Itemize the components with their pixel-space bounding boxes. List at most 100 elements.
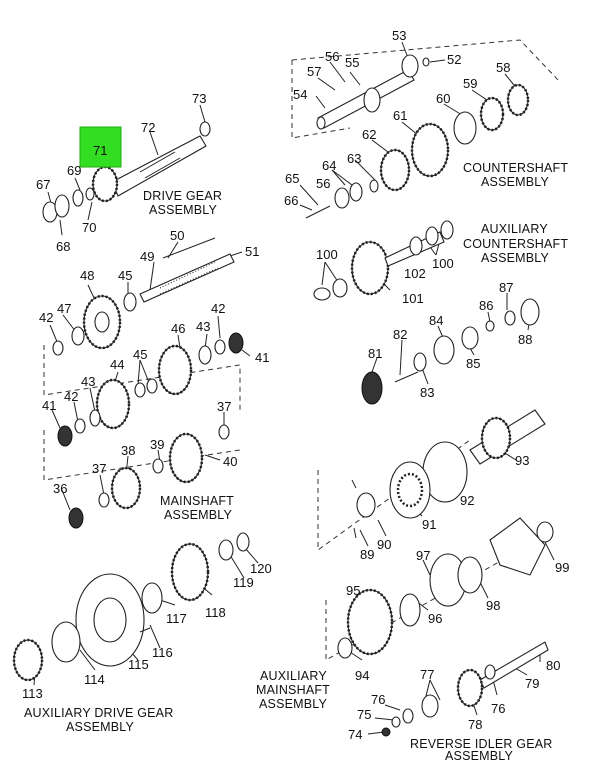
callout-80[interactable]: 80 <box>546 658 560 673</box>
callout-115[interactable]: 115 <box>128 657 149 672</box>
callout-40[interactable]: 40 <box>223 454 237 469</box>
aux-drive-gear-assembly <box>12 532 250 682</box>
callout-66[interactable]: 66 <box>284 193 298 208</box>
callout-83[interactable]: 83 <box>420 385 434 400</box>
callout-92[interactable]: 92 <box>460 493 474 508</box>
aux-countershaft-assembly <box>313 220 454 301</box>
callout-63[interactable]: 63 <box>347 151 361 166</box>
callout-38[interactable]: 38 <box>121 443 135 458</box>
callout-56[interactable]: 56 <box>316 176 330 191</box>
callout-96[interactable]: 96 <box>428 611 442 626</box>
callout-119[interactable]: 119 <box>233 575 254 590</box>
callout-114[interactable]: 114 <box>84 672 105 687</box>
callout-117[interactable]: 117 <box>166 611 187 626</box>
highlight-callout[interactable]: 71 <box>79 126 122 168</box>
callout-87[interactable]: 87 <box>499 280 513 295</box>
callout-113[interactable]: 113 <box>22 686 43 701</box>
callout-36[interactable]: 36 <box>53 481 67 496</box>
callout-85[interactable]: 85 <box>466 356 480 371</box>
callout-62[interactable]: 62 <box>362 127 376 142</box>
callout-78[interactable]: 78 <box>468 717 482 732</box>
callout-120[interactable]: 120 <box>250 561 272 576</box>
callout-37[interactable]: 37 <box>217 399 231 414</box>
callout-68[interactable]: 68 <box>56 239 70 254</box>
callout-51[interactable]: 51 <box>245 244 259 259</box>
callout-88[interactable]: 88 <box>518 332 532 347</box>
callout-55[interactable]: 55 <box>345 55 359 70</box>
callout-39[interactable]: 39 <box>150 437 164 452</box>
callout-45[interactable]: 45 <box>118 268 132 283</box>
callout-47[interactable]: 47 <box>57 301 71 316</box>
callout-100[interactable]: 100 <box>432 256 454 271</box>
callout-79[interactable]: 79 <box>525 676 539 691</box>
callout-61[interactable]: 61 <box>393 108 407 123</box>
callout-74[interactable]: 74 <box>348 727 362 742</box>
callout-42[interactable]: 42 <box>39 310 53 325</box>
callout-95[interactable]: 95 <box>346 583 360 598</box>
callout-99[interactable]: 99 <box>555 560 569 575</box>
callout-41[interactable]: 41 <box>42 398 56 413</box>
highlight-box <box>79 126 122 168</box>
callout-90[interactable]: 90 <box>377 537 391 552</box>
callout-54[interactable]: 54 <box>293 87 307 102</box>
callout-59[interactable]: 59 <box>463 76 477 91</box>
callout-72[interactable]: 72 <box>141 120 155 135</box>
caption-drive-gear-1: DRIVE GEAR <box>143 189 222 203</box>
caption-countershaft-2: ASSEMBLY <box>481 175 550 189</box>
callout-41[interactable]: 41 <box>255 350 269 365</box>
callout-49[interactable]: 49 <box>140 249 154 264</box>
callout-73[interactable]: 73 <box>192 91 206 106</box>
callout-118[interactable]: 118 <box>205 605 226 620</box>
callout-53[interactable]: 53 <box>392 28 406 43</box>
highlight-label: 71 <box>93 143 107 158</box>
callout-48[interactable]: 48 <box>80 268 94 283</box>
callout-100[interactable]: 100 <box>316 247 338 262</box>
callout-52[interactable]: 52 <box>447 52 461 67</box>
callout-44[interactable]: 44 <box>110 357 124 372</box>
callout-60[interactable]: 60 <box>436 91 450 106</box>
caption-mainshaft-2: ASSEMBLY <box>164 508 233 522</box>
callout-56[interactable]: 56 <box>325 49 339 64</box>
caption-aux-mainshaft-2: MAINSHAFT <box>256 683 330 697</box>
callout-46[interactable]: 46 <box>171 321 185 336</box>
callout-76[interactable]: 76 <box>371 692 385 707</box>
callout-101[interactable]: 101 <box>402 291 424 306</box>
callout-91[interactable]: 91 <box>422 517 436 532</box>
callout-116[interactable]: 116 <box>152 645 173 660</box>
callout-89[interactable]: 89 <box>360 547 374 562</box>
callout-81[interactable]: 81 <box>368 346 382 361</box>
callout-84[interactable]: 84 <box>429 313 443 328</box>
callout-70[interactable]: 70 <box>82 220 96 235</box>
callout-82[interactable]: 82 <box>393 327 407 342</box>
callout-98[interactable]: 98 <box>486 598 500 613</box>
callout-69[interactable]: 69 <box>67 163 81 178</box>
callout-58[interactable]: 58 <box>496 60 510 75</box>
callout-37[interactable]: 37 <box>92 461 106 476</box>
callout-86[interactable]: 86 <box>479 298 493 313</box>
callout-43[interactable]: 43 <box>81 374 95 389</box>
callout-42[interactable]: 42 <box>211 301 225 316</box>
callout-77[interactable]: 77 <box>420 667 434 682</box>
callout-45[interactable]: 45 <box>133 347 147 362</box>
callout-43[interactable]: 43 <box>196 319 210 334</box>
caption-countershaft-1: COUNTERSHAFT <box>463 161 568 175</box>
caption-drive-gear-2: ASSEMBLY <box>149 203 218 217</box>
callout-50[interactable]: 50 <box>170 228 184 243</box>
callout-94[interactable]: 94 <box>355 668 369 683</box>
callout-57[interactable]: 57 <box>307 64 321 79</box>
callout-65[interactable]: 65 <box>285 171 299 186</box>
callout-75[interactable]: 75 <box>357 707 371 722</box>
callout-102[interactable]: 102 <box>404 266 426 281</box>
countershaft-assembly <box>305 54 530 219</box>
caption-mainshaft-1: MAINSHAFT <box>160 494 234 508</box>
callout-67[interactable]: 67 <box>36 177 50 192</box>
callout-42[interactable]: 42 <box>64 389 78 404</box>
callout-93[interactable]: 93 <box>515 453 529 468</box>
caption-aux-countershaft-1: AUXILIARY <box>481 222 548 236</box>
callout-64[interactable]: 64 <box>322 158 336 173</box>
callout-76[interactable]: 76 <box>491 701 505 716</box>
aux-small-parts <box>361 298 540 405</box>
caption-aux-mainshaft-1: AUXILIARY <box>260 669 327 683</box>
callout-97[interactable]: 97 <box>416 548 430 563</box>
